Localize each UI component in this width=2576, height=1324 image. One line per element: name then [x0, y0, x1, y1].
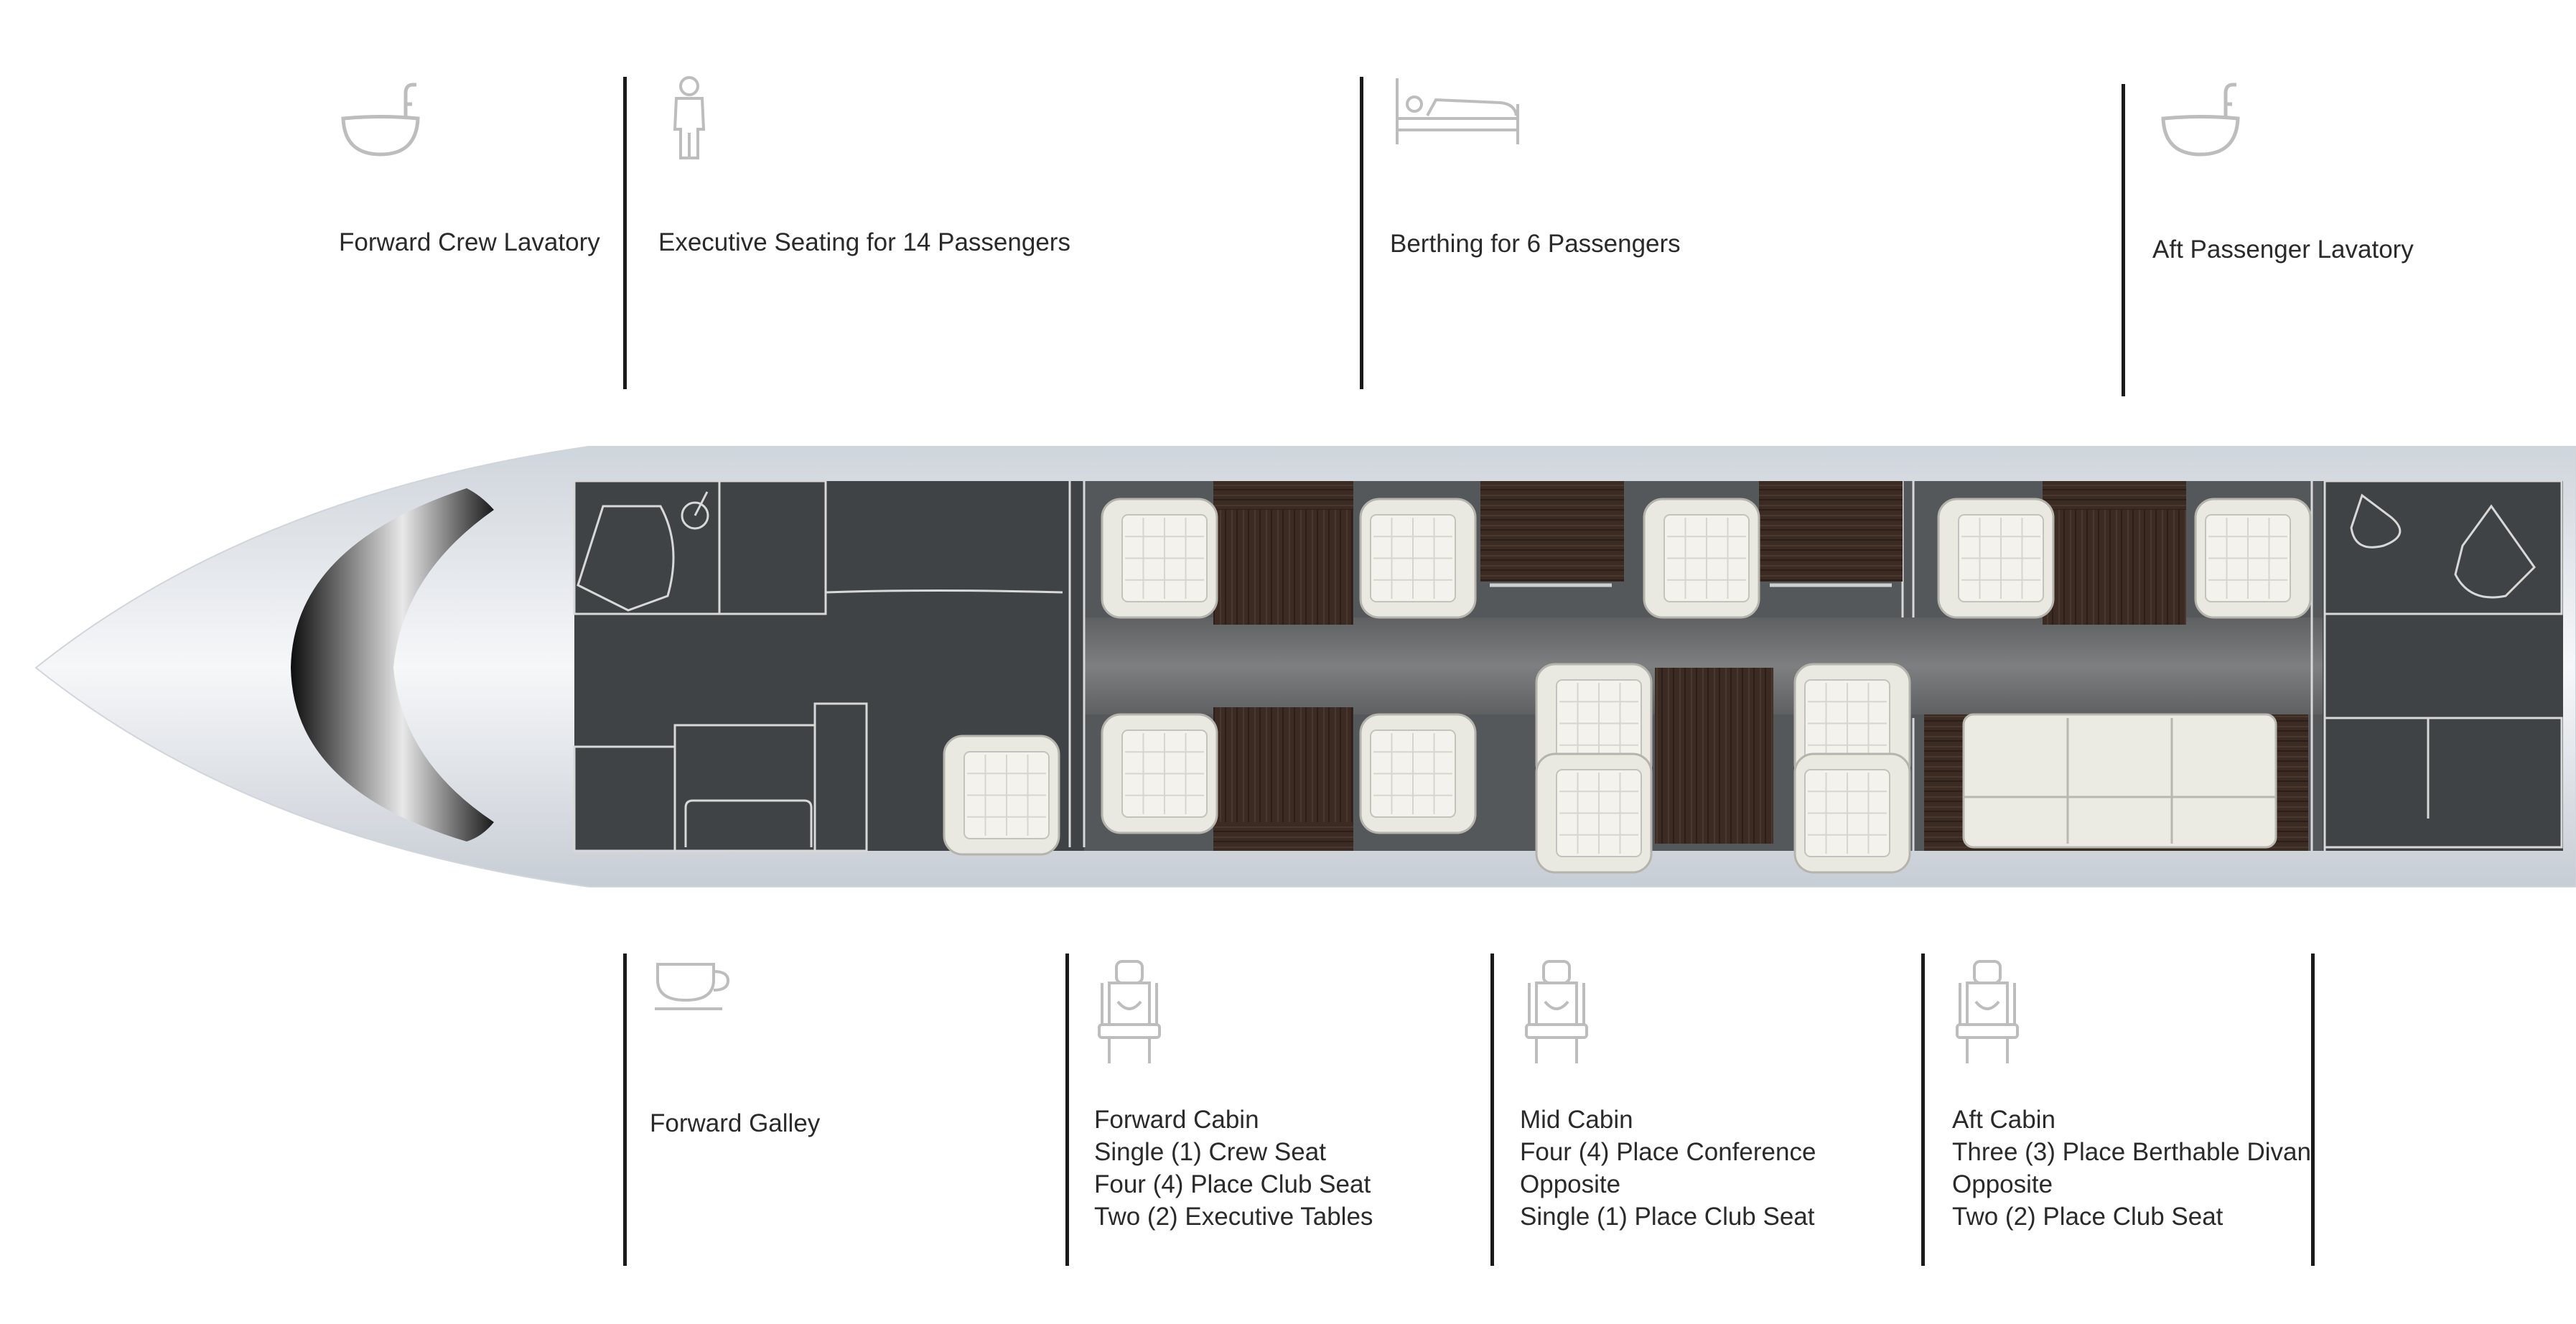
forward-cabin-line: Two (2) Executive Tables	[1094, 1203, 1373, 1231]
person-icon	[673, 76, 706, 159]
aft-cabin-line: Three (3) Place Berthable Divan	[1952, 1138, 2311, 1166]
mid-cabin-description: Mid Cabin Four (4) Place Conference Oppo…	[1520, 1104, 1816, 1233]
armchair	[2194, 498, 2312, 619]
mid-cabin-line: Mid Cabin	[1520, 1106, 1633, 1134]
forward-cabin-line: Single (1) Crew Seat	[1094, 1138, 1326, 1166]
armchair	[1937, 498, 2055, 619]
armchair	[1359, 713, 1477, 834]
forward-cabin-description: Forward Cabin Single (1) Crew Seat Four …	[1094, 1104, 1373, 1233]
bottom-divider-1	[623, 954, 627, 1266]
bottom-divider-3	[1490, 954, 1494, 1266]
executive-seating-label: Executive Seating for 14 Passengers	[658, 228, 1070, 256]
bottom-divider-4	[1921, 954, 1925, 1266]
mid-cabin-line: Opposite	[1520, 1170, 1621, 1198]
forward-lavatory-sink-icon	[341, 83, 420, 157]
armchair	[1101, 713, 1218, 834]
forward-galley-label: Forward Galley	[650, 1109, 821, 1137]
divan	[1962, 713, 2277, 849]
armchair	[1793, 752, 1911, 874]
armchair	[1101, 498, 1218, 619]
aft-lavatory-sink-icon	[2161, 83, 2240, 157]
bottom-divider-2	[1065, 954, 1069, 1266]
aft-cabin-line: Opposite	[1952, 1170, 2053, 1198]
armchair	[943, 735, 1060, 856]
top-divider-1	[623, 77, 627, 389]
bed-icon	[1396, 78, 1519, 144]
forward-crew-lavatory-label: Forward Crew Lavatory	[339, 228, 600, 256]
aft-passenger-lavatory-label: Aft Passenger Lavatory	[2152, 236, 2414, 264]
forward-cabin-seat-icon	[1098, 960, 1161, 1063]
aft-cabin-seat-icon	[1956, 960, 2019, 1063]
armchair	[1535, 752, 1653, 874]
windshield	[291, 488, 494, 842]
top-divider-2	[1360, 77, 1363, 389]
aft-cabin-description: Aft Cabin Three (3) Place Berthable Diva…	[1952, 1104, 2311, 1233]
credenza-mid-1	[1480, 481, 1624, 582]
mid-cabin-line: Four (4) Place Conference	[1520, 1138, 1816, 1166]
bottom-divider-5	[2311, 954, 2315, 1266]
mid-cabin-line: Single (1) Place Club Seat	[1520, 1203, 1815, 1231]
credenza-mid-2	[1759, 481, 1903, 582]
top-divider-3	[2122, 84, 2125, 396]
mid-cabin-seat-icon	[1525, 960, 1588, 1063]
coffee-cup-icon	[655, 963, 730, 1010]
armchair	[1359, 498, 1477, 619]
aft-cabin-line: Two (2) Place Club Seat	[1952, 1203, 2223, 1231]
berthing-label: Berthing for 6 Passengers	[1390, 230, 1681, 258]
forward-cabin-line: Four (4) Place Club Seat	[1094, 1170, 1371, 1198]
conference-table	[1655, 668, 1773, 844]
aft-cabin-line: Aft Cabin	[1952, 1106, 2055, 1134]
armchair	[1643, 498, 1760, 619]
forward-cabin-line: Forward Cabin	[1094, 1106, 1259, 1134]
